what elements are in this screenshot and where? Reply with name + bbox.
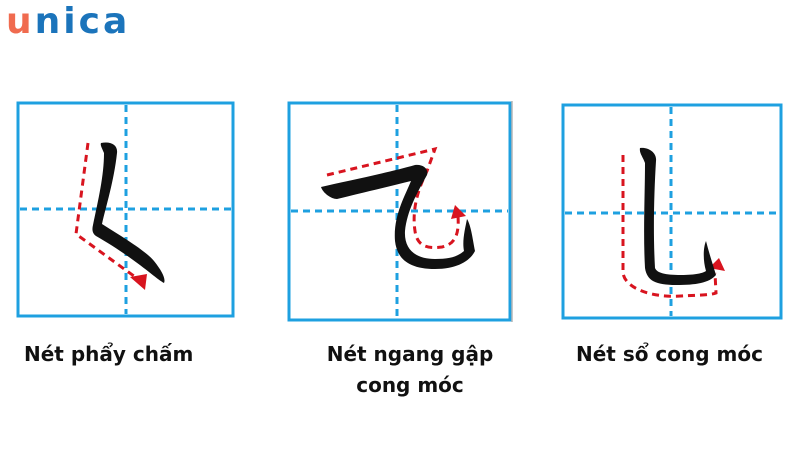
caption-line: Nét ngang gập — [326, 342, 494, 366]
guide-arrow-icon — [326, 146, 466, 250]
unica-logo: unica — [6, 2, 130, 42]
brush-stroke-icon — [321, 164, 475, 269]
caption-line: Nét phẩy chấm — [24, 342, 194, 366]
caption-line: Nét sổ cong móc — [576, 342, 763, 366]
brush-stroke-icon — [92, 142, 165, 283]
writing-grid — [287, 101, 513, 322]
logo-letters-nica: nica — [34, 1, 131, 42]
logo-letter-u: u — [6, 1, 35, 42]
brush-stroke-icon — [639, 147, 716, 285]
caption-line: cong móc — [356, 373, 464, 397]
caption-so-cong-moc: Nét sổ cong móc — [576, 339, 763, 370]
caption-ngang-gap-cong-moc: Nét ngang gập cong móc — [304, 339, 516, 401]
writing-grid — [16, 101, 235, 318]
writing-grid — [561, 103, 783, 320]
stroke-diagram-ngang-gap-cong-moc — [287, 101, 514, 322]
stroke-diagram-so-cong-moc — [561, 103, 783, 320]
stroke-diagram-phay-cham — [16, 101, 235, 318]
caption-phay-cham: Nét phẩy chấm — [24, 339, 193, 370]
guide-arrow-icon — [74, 142, 147, 290]
